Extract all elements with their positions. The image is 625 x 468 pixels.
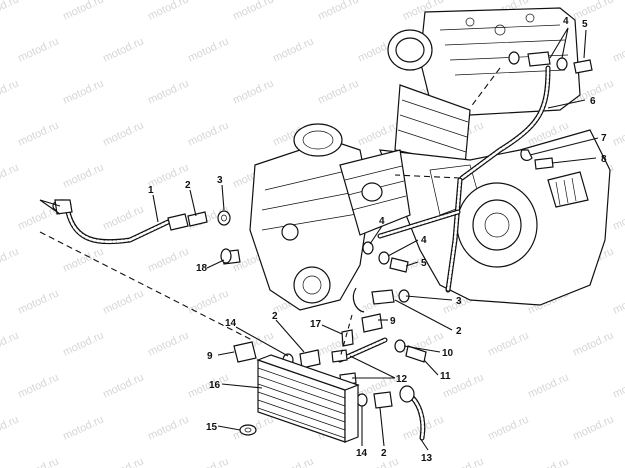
watermark-text: motod.ru [146,413,190,442]
watermark-text: motod.ru [356,119,400,148]
watermark-text: motod.ru [186,119,230,148]
watermark-text: motod.ru [16,119,60,148]
callout-9: 9 [390,316,396,327]
callout-3: 3 [217,175,223,186]
callout-7: 7 [601,133,607,144]
callout-11: 11 [440,371,451,382]
watermark-text: motod.ru [611,455,625,468]
callout-4: 4 [421,235,427,246]
callout-4: 4 [563,16,569,27]
watermark-text: motod.ru [611,371,625,400]
callout-4: 4 [379,216,385,227]
watermark-text: motod.ru [101,455,145,468]
watermark-text: motod.ru [146,0,190,23]
watermark-text: motod.ru [526,371,570,400]
watermark-text: motod.ru [0,413,21,442]
callout-14: 14 [356,448,368,459]
watermark-text: motod.ru [0,77,21,106]
watermark-text: motod.ru [186,455,230,468]
callout-15: 15 [206,422,218,433]
callout-8: 8 [601,154,607,165]
callout-2: 2 [272,311,278,322]
callout-5: 5 [421,258,427,269]
fittings [52,51,593,436]
watermark-text: motod.ru [271,455,315,468]
watermark-text: motod.ru [61,329,105,358]
watermark-text: motod.ru [571,413,615,442]
watermark-text: motod.ru [186,287,230,316]
watermark-text: motod.ru [316,77,360,106]
watermark-text: motod.ru [16,455,60,468]
watermark-text: motod.ru [271,35,315,64]
watermark-text: motod.ru [16,287,60,316]
watermark-text: motod.ru [486,329,530,358]
callout-12: 12 [396,374,408,385]
watermark-text: motod.ru [61,413,105,442]
watermark-text: motod.ru [441,455,485,468]
watermark-text: motod.ru [0,245,21,274]
watermark-text: motod.ru [61,161,105,190]
watermark-text: motod.ru [101,119,145,148]
callout-6: 6 [590,96,596,107]
watermark-text: motod.ru [146,245,190,274]
watermark-text: motod.ru [101,287,145,316]
watermark-text: motod.ru [486,413,530,442]
callout-14: 14 [225,318,237,329]
watermark-text: motod.ru [16,35,60,64]
watermark-text: motod.ru [146,77,190,106]
watermark-text: motod.ru [611,287,625,316]
callout-1: 1 [148,185,154,196]
watermark-text: motod.ru [611,119,625,148]
watermark-text: motod.ru [61,245,105,274]
callout-5: 5 [582,19,588,30]
watermark-text: motod.ru [101,35,145,64]
watermark-text: motod.ru [101,203,145,232]
watermark-text: motod.ru [61,0,105,23]
watermark-text: motod.ru [316,0,360,23]
watermark-text: motod.ru [571,0,615,23]
callout-2: 2 [456,326,462,337]
watermark-text: motod.ru [231,77,275,106]
watermark-text: motod.ru [611,203,625,232]
callout-9: 9 [207,351,213,362]
leader-lines [39,27,599,451]
watermark-text: motod.ru [571,329,615,358]
watermark-text: motod.ru [61,77,105,106]
watermark-text: motod.ru [16,371,60,400]
watermark-text: motod.ru [526,455,570,468]
watermark-text: motod.ru [146,329,190,358]
watermark-text: motod.ru [231,0,275,23]
engine-block [249,7,611,311]
callout-2: 2 [381,448,387,459]
watermark-text: motod.ru [0,329,21,358]
callout-18: 18 [196,263,208,274]
watermark-text: motod.ru [0,0,21,23]
watermark-text: motod.ru [186,35,230,64]
callout-10: 10 [442,348,454,359]
callout-2: 2 [185,180,191,191]
oil-cooler [256,354,360,443]
callout-13: 13 [421,453,433,464]
watermark-text: motod.ru [611,35,625,64]
watermark-text: motod.ru [101,371,145,400]
watermark-text: motod.ru [0,161,21,190]
callout-labels: 1 2 3 4 5 6 7 8 4 4 5 3 2 9 10 11 12 13 … [148,16,607,464]
callout-16: 16 [209,380,221,391]
callout-3: 3 [456,296,462,307]
hoses [65,65,551,441]
callout-17: 17 [310,319,322,330]
